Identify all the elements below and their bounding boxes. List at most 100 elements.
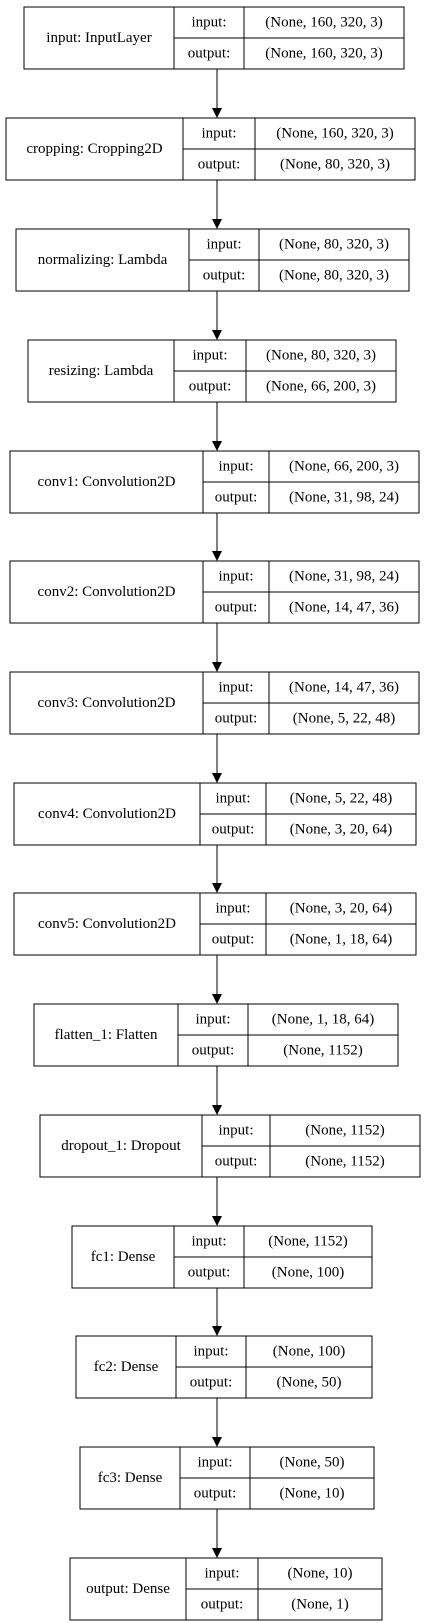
- arrowhead-icon: [212, 662, 222, 672]
- layer-node: conv4: Convolution2Dinput:output:(None, …: [13, 782, 417, 846]
- input-label: input:: [206, 237, 241, 253]
- layer-name-cell: [27, 339, 175, 403]
- output-label-cell: [173, 370, 247, 403]
- input-shape: (None, 3, 20, 64): [290, 901, 392, 917]
- arrowhead-icon: [212, 1437, 222, 1447]
- layer-name: conv4: Convolution2D: [38, 806, 176, 822]
- output-label-cell: [177, 1034, 249, 1067]
- output-shape-cell: [258, 259, 410, 292]
- layer-name-cell: [75, 1335, 177, 1399]
- output-label: output:: [215, 490, 258, 506]
- input-shape-cell: [265, 892, 417, 925]
- output-shape-cell: [245, 1366, 373, 1399]
- layer-name: normalizing: Lambda: [38, 252, 168, 268]
- output-shape: (None, 5, 22, 48): [293, 711, 395, 727]
- layer-node: conv5: Convolution2Dinput:output:(None, …: [13, 892, 417, 956]
- input-shape: (None, 80, 320, 3): [266, 348, 376, 364]
- input-label-cell: [202, 560, 270, 593]
- input-shape: (None, 80, 320, 3): [279, 237, 389, 253]
- input-label-cell: [177, 1003, 249, 1036]
- output-shape-cell: [254, 148, 416, 181]
- output-shape: (None, 160, 320, 3): [265, 46, 382, 62]
- input-shape-cell: [268, 450, 420, 483]
- output-shape: (None, 80, 320, 3): [280, 157, 390, 173]
- arrowhead-icon: [212, 1216, 222, 1226]
- output-shape-cell: [257, 1588, 383, 1621]
- output-label: output:: [212, 932, 255, 948]
- output-label: output:: [198, 157, 241, 173]
- input-shape: (None, 31, 98, 24): [289, 569, 399, 585]
- output-shape: (None, 14, 47, 36): [289, 600, 399, 616]
- layer-name: conv1: Convolution2D: [38, 474, 176, 490]
- output-shape-cell: [243, 37, 405, 70]
- layer-node: cropping: Cropping2Dinput:output:(None, …: [5, 117, 416, 181]
- input-label: input:: [191, 1234, 226, 1250]
- layer-name: resizing: Lambda: [49, 363, 154, 379]
- layer-name: fc3: Dense: [98, 1470, 163, 1486]
- input-label: input:: [218, 1123, 253, 1139]
- layer-name: flatten_1: Flatten: [55, 1027, 158, 1043]
- input-label: input:: [197, 1455, 232, 1471]
- layer-name-cell: [33, 1003, 179, 1067]
- output-label: output:: [203, 268, 246, 284]
- arrowhead-icon: [212, 441, 222, 451]
- output-shape: (None, 66, 200, 3): [266, 379, 376, 395]
- input-label: input:: [191, 15, 226, 31]
- output-shape: (None, 10): [280, 1486, 345, 1502]
- output-shape: (None, 1, 18, 64): [290, 932, 392, 948]
- output-label-cell: [179, 1477, 251, 1510]
- input-shape-cell: [257, 1557, 383, 1590]
- layer-name-cell: [69, 1557, 187, 1621]
- input-label-cell: [188, 228, 260, 261]
- layer-name-cell: [71, 1225, 175, 1289]
- arrowhead-icon: [212, 219, 222, 229]
- layer-name-cell: [9, 450, 204, 514]
- input-shape: (None, 160, 320, 3): [265, 15, 382, 31]
- arrowhead-icon: [212, 330, 222, 340]
- input-shape-cell: [245, 1335, 373, 1368]
- layer-name: dropout_1: Dropout: [61, 1138, 181, 1154]
- layer-node: conv1: Convolution2Dinput:output:(None, …: [9, 450, 420, 514]
- input-shape: (None, 1, 18, 64): [272, 1012, 374, 1028]
- layer-name-cell: [39, 1114, 203, 1178]
- layer-name-cell: [13, 892, 201, 956]
- layer-node: normalizing: Lambda input: output: (None, 8…: [15, 228, 410, 292]
- output-label: output:: [212, 822, 255, 838]
- input-shape: (None, 10): [288, 1566, 353, 1582]
- output-shape: (None, 3, 20, 64): [290, 822, 392, 838]
- input-shape: (None, 1152): [305, 1123, 384, 1139]
- output-shape-cell: [269, 1145, 421, 1178]
- arrowhead-icon: [212, 994, 222, 1004]
- arrowhead-icon: [212, 773, 222, 783]
- input-shape: (None, 66, 200, 3): [289, 459, 399, 475]
- input-shape-cell: [265, 782, 417, 815]
- input-shape-cell: [243, 1225, 373, 1258]
- arrowhead-icon: [212, 108, 222, 118]
- input-label: input:: [204, 1566, 239, 1582]
- output-shape-cell: [249, 1477, 375, 1510]
- layer-name-cell: [79, 1446, 181, 1510]
- layer-name: fc2: Dense: [94, 1359, 159, 1375]
- output-shape-cell: [265, 923, 417, 956]
- input-label: input:: [201, 126, 236, 142]
- output-shape: (None, 31, 98, 24): [289, 490, 399, 506]
- input-label: input:: [218, 569, 253, 585]
- input-label-cell: [199, 782, 267, 815]
- input-label-cell: [173, 6, 245, 39]
- layer-name-cell: [5, 117, 184, 181]
- input-label: input:: [192, 348, 227, 364]
- input-label-cell: [202, 450, 270, 483]
- output-label-cell: [185, 1588, 259, 1621]
- output-label-cell: [199, 923, 267, 956]
- layer-name: conv5: Convolution2D: [38, 916, 176, 932]
- output-shape: (None, 80, 320, 3): [279, 268, 389, 284]
- output-label: output:: [188, 46, 231, 62]
- output-shape-cell: [247, 1034, 399, 1067]
- input-shape: (None, 50): [280, 1455, 345, 1471]
